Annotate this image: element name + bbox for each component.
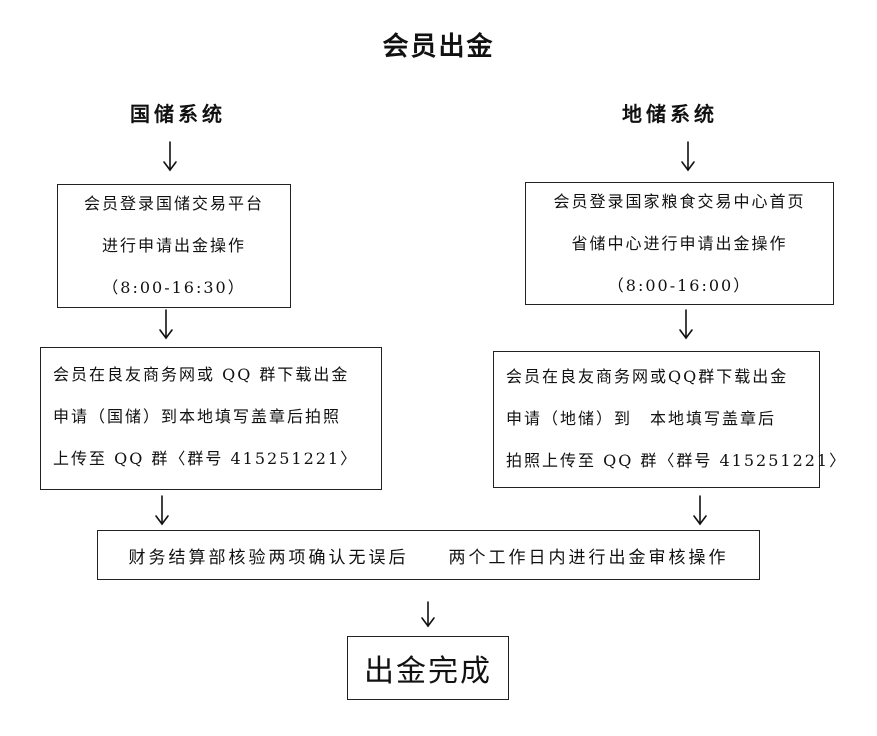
right-step2-line: 会员在良友商务网或QQ群下载出金 xyxy=(506,367,789,386)
arrow-right-step2-to-merge xyxy=(693,495,707,526)
arrow-left-heading-to-step1 xyxy=(163,141,177,172)
right-step2-line: 拍照上传至 QQ 群〈群号 415251221〉 xyxy=(506,451,848,470)
right-step2-box: 会员在良友商务网或QQ群下载出金 申请（地储）到 本地填写盖章后 拍照上传至 Q… xyxy=(493,351,848,488)
left-step1-box: 会员登录国储交易平台 进行申请出金操作 （8:00-16:30） xyxy=(57,184,291,308)
left-step2-line: 会员在良友商务网或 QQ 群下载出金 xyxy=(53,365,350,384)
left-step2-box: 会员在良友商务网或 QQ 群下载出金 申请（国储）到本地填写盖章后拍照 上传至 … xyxy=(40,347,382,490)
left-step1-hours: （8:00-16:30） xyxy=(102,278,246,297)
final-step-text: 出金完成 xyxy=(364,654,492,689)
final-step-box: 出金完成 xyxy=(347,636,509,700)
arrow-left-step1-to-step2 xyxy=(159,309,173,340)
merge-step-text: 财务结算部核验两项确认无误后 两个工作日内进行出金审核操作 xyxy=(128,547,729,568)
arrow-merge-to-done xyxy=(421,601,435,628)
diagram-title: 会员出金 xyxy=(382,32,495,62)
left-step2-line: 上传至 QQ 群〈群号 415251221〉 xyxy=(53,449,359,468)
right-step1-line: 会员登录国家粮食交易中心首页 xyxy=(553,191,806,211)
arrow-right-step1-to-step2 xyxy=(679,309,693,340)
left-step1-line: 会员登录国储交易平台 xyxy=(83,194,264,213)
right-step1-line: 省储中心进行申请出金操作 xyxy=(571,233,788,253)
arrow-left-step2-to-merge xyxy=(155,495,169,526)
left-step1-line: 进行申请出金操作 xyxy=(101,236,246,255)
right-step1-box: 会员登录国家粮食交易中心首页 省储中心进行申请出金操作 （8:00-16:00） xyxy=(525,182,834,305)
left-step2-line: 申请（国储）到本地填写盖章后拍照 xyxy=(53,407,342,426)
right-step2-line: 申请（地储）到 本地填写盖章后 xyxy=(506,409,777,428)
right-step1-hours: （8:00-16:00） xyxy=(607,275,752,295)
right-branch-heading: 地储系统 xyxy=(622,102,718,126)
merge-step-box: 财务结算部核验两项确认无误后 两个工作日内进行出金审核操作 xyxy=(97,530,760,580)
arrow-right-heading-to-step1 xyxy=(681,141,695,172)
left-branch-heading: 国储系统 xyxy=(130,102,226,126)
